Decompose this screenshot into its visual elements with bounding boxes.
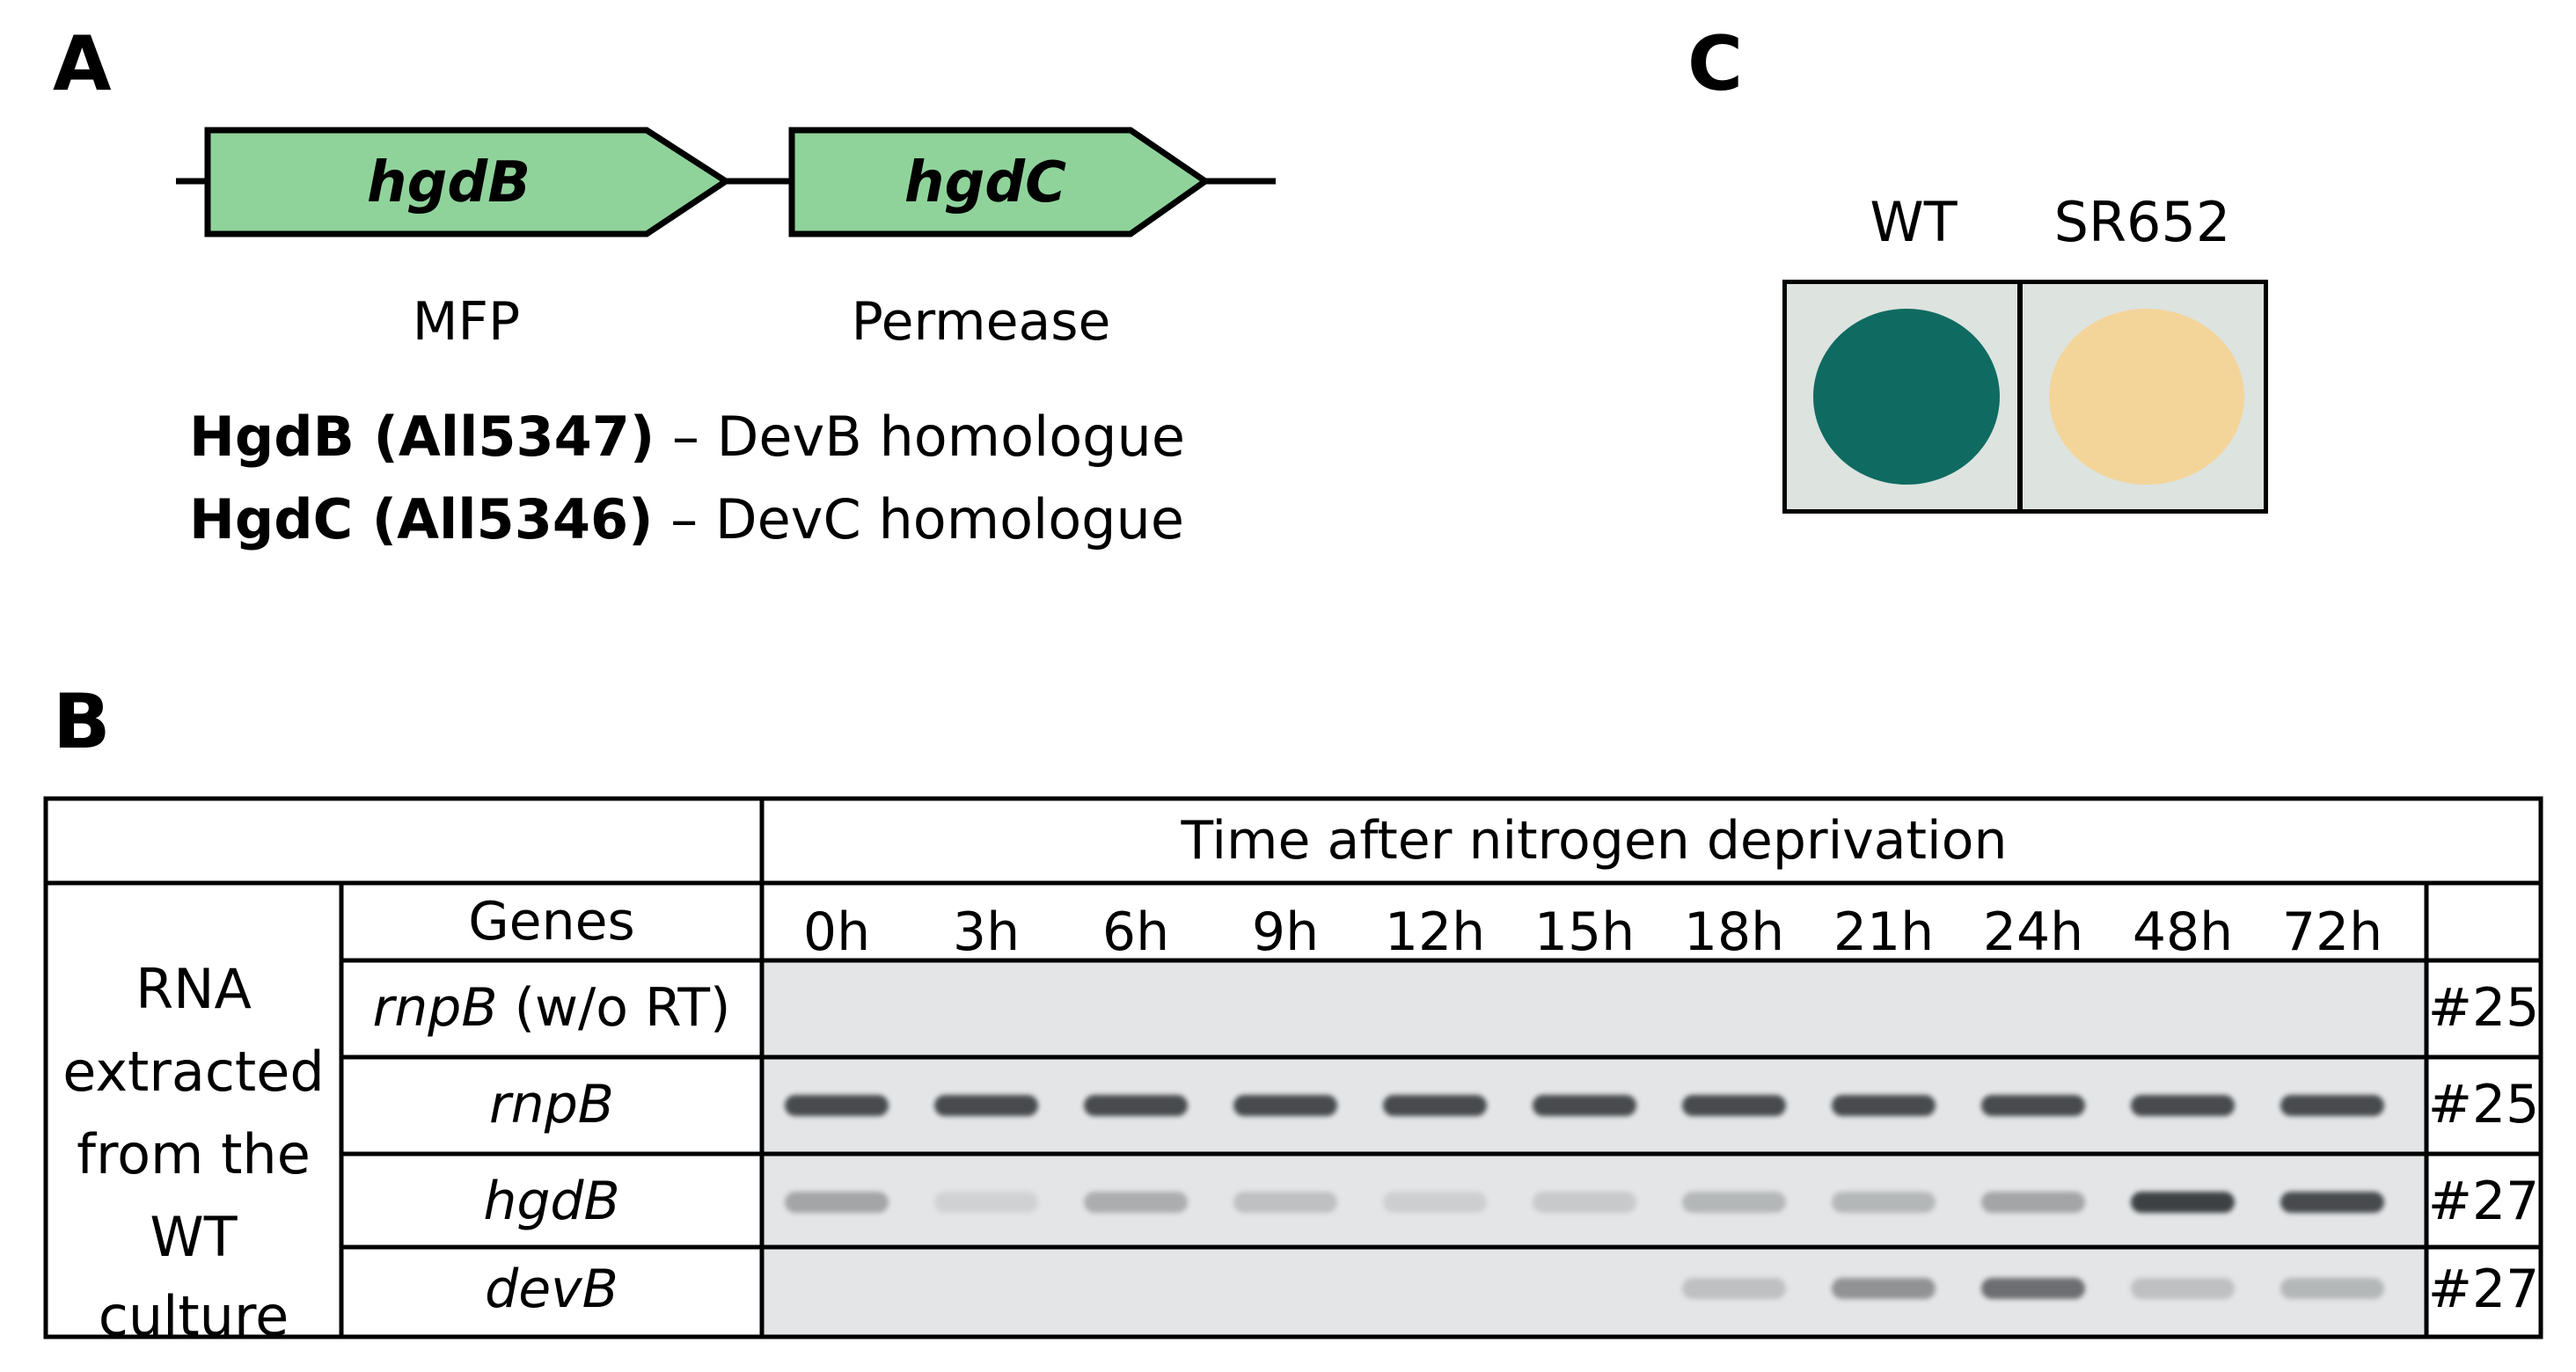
rna-label-line-3: from the [77,1122,311,1186]
gel-image [762,960,2426,1337]
gene-name: rnpB [372,977,498,1039]
rna-label-line-4: WT [150,1205,238,1269]
time-48h: 48h [2132,901,2234,963]
time-header: Time after nitrogen deprivation [1181,810,2008,872]
time-12h: 12h [1384,901,1486,963]
cycle-count-row-1: #25 [2427,977,2540,1039]
time-72h: 72h [2281,901,2383,963]
rna-label-line-5: culture [98,1284,289,1348]
hgdC-description: HgdC (All5346) – DevC homologue [189,493,1184,547]
hgdB-description: HgdB (All5347) – DevB homologue [189,410,1185,464]
hgdC-function-label: Permease [851,291,1111,353]
time-21h: 21h [1833,901,1935,963]
time-15h: 15h [1533,901,1636,963]
time-24h: 24h [1982,901,2084,963]
hgdC-protein-id: HgdC (All5346) [189,487,654,551]
gene-suffix: (w/o RT) [497,977,731,1039]
hgdB-gene-label: hgdB [367,150,531,215]
hgdB-gene-arrow [204,127,732,237]
cycle-count-row-3: #27 [2427,1171,2540,1232]
time-18h: 18h [1683,901,1785,963]
row-gene-rnpB-noRT: rnpB (w/o RT) [341,982,762,1034]
panel-c-letter: C [1687,20,1744,108]
time-9h: 9h [1251,901,1320,963]
panel-b-letter: B [53,678,111,766]
hgdC-gene-label: hgdC [904,150,1067,215]
hgdB-homologue-text: – DevB homologue [655,405,1185,469]
hgdB-protein-id: HgdB (All5347) [189,405,655,469]
row-gene-rnpB: rnpB [489,1074,614,1135]
hgdC-gene-arrow [788,127,1211,237]
cycle-count-row-2: #25 [2427,1074,2540,1135]
cycle-count-row-4: #27 [2427,1259,2540,1320]
sr652-plate-square [2018,280,2268,514]
sr652-strain-label: SR652 [2053,190,2231,254]
row-gene-devB: devB [485,1259,618,1320]
wt-strain-label: WT [1870,190,1958,254]
rna-label-line-2: extracted [62,1040,325,1104]
time-6h: 6h [1101,901,1170,963]
time-3h: 3h [952,901,1021,963]
genes-header: Genes [468,891,635,952]
wt-colony-spot [1813,309,2000,485]
wt-plate-square [1782,280,2022,514]
rna-label-line-1: RNA [135,957,252,1021]
sr652-colony-spot [2049,309,2244,485]
time-0h: 0h [802,901,871,963]
panel-a-letter: A [53,20,112,108]
gene-operon-diagram [176,127,1276,237]
hgdC-homologue-text: – DevC homologue [653,487,1184,551]
hgdB-function-label: MFP [412,291,521,353]
row-gene-hgdB: hgdB [483,1171,620,1232]
